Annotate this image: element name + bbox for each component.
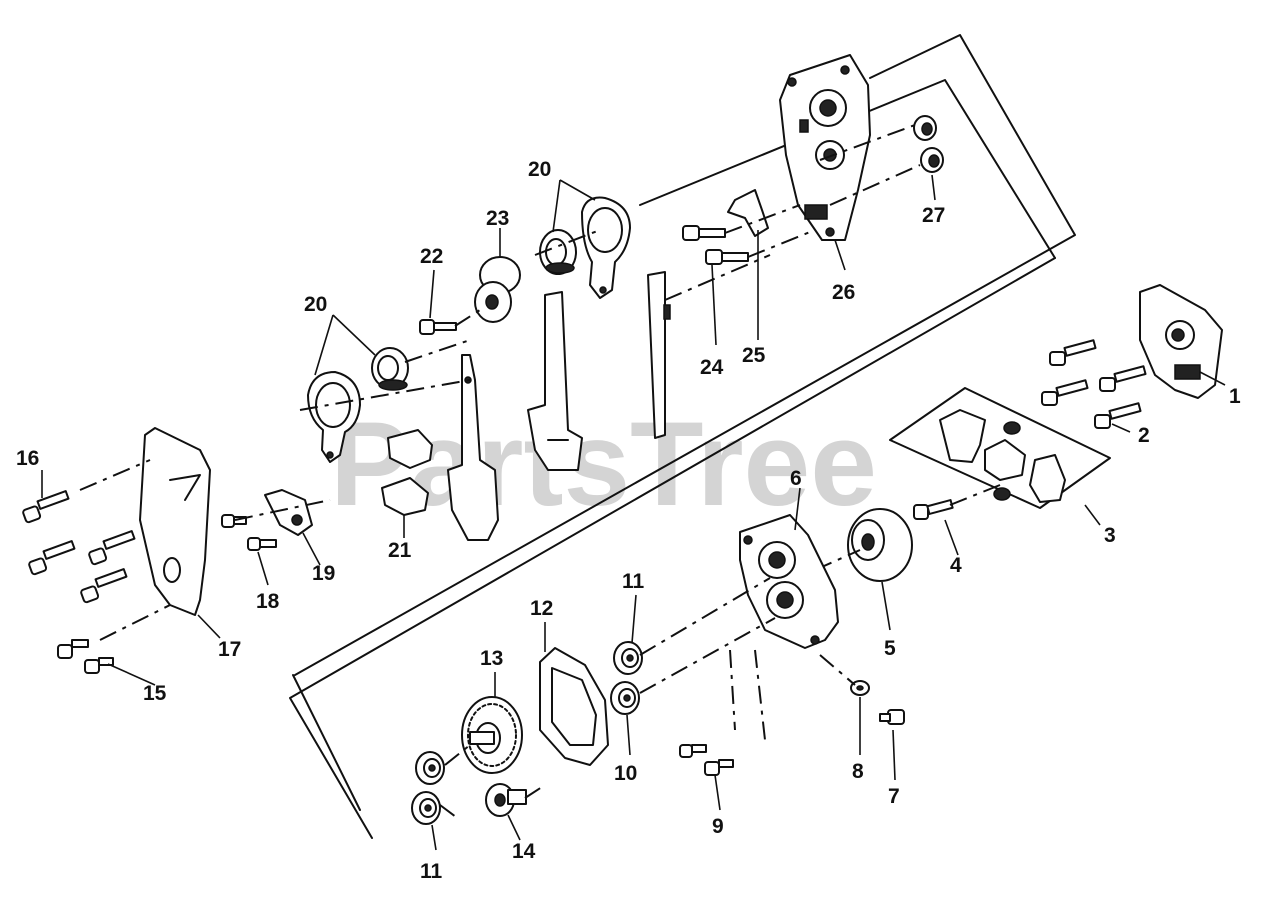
part-26-gear-case <box>779 54 871 241</box>
shift-bar-right <box>647 271 671 439</box>
part-8-washer <box>850 680 870 696</box>
callout-20-upper: 20 <box>528 158 551 181</box>
callout-8: 8 <box>852 760 864 783</box>
callout-11-upper: 11 <box>622 570 645 593</box>
callout-20-lower: 20 <box>304 293 327 316</box>
callout-27: 27 <box>922 204 945 227</box>
part-19-plate <box>264 489 313 536</box>
part-20-upper-plate <box>581 196 631 299</box>
part-9-screws <box>679 744 734 776</box>
shift-plate-middle <box>527 291 583 471</box>
part-4-screw <box>913 499 954 520</box>
part-13-gear <box>461 696 523 774</box>
lower-assembly-boundary <box>292 674 361 811</box>
screw-near-19 <box>221 514 247 528</box>
part-5-drum <box>847 508 913 582</box>
callout-2: 2 <box>1138 424 1150 447</box>
callout-13: 13 <box>480 647 503 670</box>
part-20-lower-plate <box>307 371 361 463</box>
callout-22: 22 <box>420 245 443 268</box>
callout-11-lower: 11 <box>420 860 443 883</box>
shift-plate-left <box>447 354 499 541</box>
callout-12: 12 <box>530 597 553 620</box>
part-12-gasket <box>539 647 609 766</box>
part-3-group-box <box>889 387 1111 509</box>
part-2-screws <box>1041 339 1147 429</box>
part-3-clutch-parts <box>939 409 1066 503</box>
callout-26: 26 <box>832 281 855 304</box>
callout-19: 19 <box>312 562 335 585</box>
callout-4: 4 <box>950 554 962 577</box>
part-14-pinion <box>485 783 527 817</box>
part-22-screw <box>419 319 457 335</box>
callout-9: 9 <box>712 815 724 838</box>
leader-lines <box>41 174 1226 851</box>
part-7-screw <box>879 709 905 725</box>
part-17-cover <box>139 427 211 616</box>
part-10-bearing <box>610 681 640 715</box>
part-20-lower-seal <box>371 347 409 391</box>
part-6-case <box>739 514 839 649</box>
part-16-screws <box>22 490 136 604</box>
callout-24: 24 <box>700 356 724 379</box>
callout-21: 21 <box>388 539 412 562</box>
callout-3: 3 <box>1104 524 1116 547</box>
callout-15: 15 <box>143 682 167 705</box>
callout-6: 6 <box>790 467 802 490</box>
part-11-bearing-lower <box>411 751 445 825</box>
callout-7: 7 <box>888 785 900 808</box>
part-15-screws <box>57 639 114 674</box>
callout-25: 25 <box>742 344 766 367</box>
callout-numbers: 1 2 3 4 5 6 7 8 9 10 11 11 12 13 14 15 1… <box>16 158 1241 883</box>
part-23-cam <box>474 256 521 323</box>
callout-23: 23 <box>486 207 509 230</box>
callout-14: 14 <box>512 840 536 863</box>
callout-17: 17 <box>218 638 241 661</box>
part-25-clip <box>727 189 769 237</box>
callout-1: 1 <box>1229 385 1241 408</box>
part-20-upper-seal <box>539 229 577 275</box>
part-11-bearing-upper <box>613 641 643 675</box>
part-21-blocks <box>381 429 433 516</box>
callout-16: 16 <box>16 447 39 470</box>
part-1-housing <box>1139 284 1223 399</box>
upper-assembly-boundary <box>289 34 1076 839</box>
callout-5: 5 <box>884 637 896 660</box>
part-18-screw <box>247 537 277 551</box>
part-24-screws <box>682 225 749 265</box>
part-27-nuts <box>913 115 944 173</box>
callout-10: 10 <box>614 762 637 785</box>
callout-18: 18 <box>256 590 280 613</box>
